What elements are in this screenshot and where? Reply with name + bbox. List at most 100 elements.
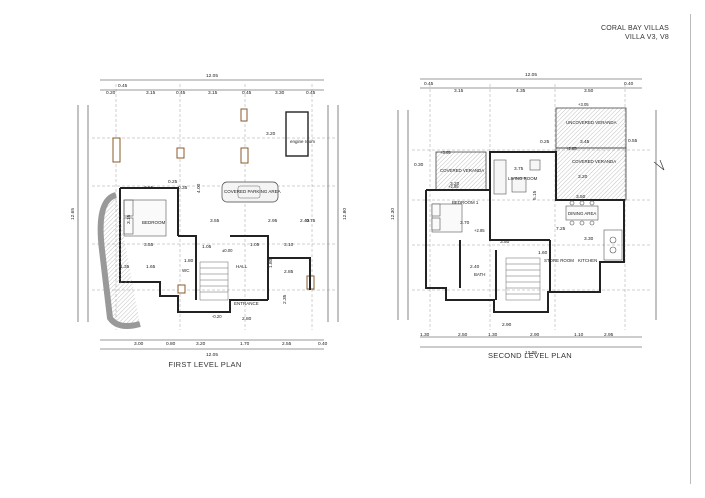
fp-inner-9: 3.10 <box>284 242 294 248</box>
project-title: CORAL BAY VILLAS <box>600 25 669 32</box>
sp-level-1: +2.85 <box>448 184 459 189</box>
stair-icon <box>199 261 229 301</box>
engine-room-outline <box>285 111 309 157</box>
fp-room-hall: HALL <box>236 264 248 269</box>
sp-room-bedroom1: BEDROOM 1 <box>452 200 479 205</box>
sp-overall-top: 12.05 <box>525 72 537 78</box>
sp-room-store: STORE ROOM <box>544 258 574 263</box>
fp-inner-10: 2.85 <box>284 269 294 275</box>
fp-level-0: ±0.00 <box>222 248 233 253</box>
fp-room-covered-parking: COVERED PARKING AREA <box>224 189 281 194</box>
fp-inner-4: 0.25 <box>168 179 178 185</box>
bed-icon <box>123 199 167 237</box>
sp-top-dim-1: 3.15 <box>454 88 464 94</box>
sp-inner-3: 7.25 <box>556 226 566 232</box>
walls <box>119 187 311 313</box>
fp-top-dim-5: 0.45 <box>242 90 252 96</box>
sp-inner-1: 5.15 <box>532 190 538 200</box>
fp-level-1: -0.20 <box>212 314 222 319</box>
sp-room-uncovered-veranda: UNCOVERED VERANDA <box>566 120 617 125</box>
title-block: CORAL BAY VILLAS VILLA V3, V8 <box>601 24 669 42</box>
fp-top-dim-1: 0.45 <box>118 83 128 89</box>
fp-top-dim-6: 3.30 <box>275 90 285 96</box>
fp-inner-18: 2.80 <box>242 316 252 322</box>
sp-inner-13: 1.60 <box>538 250 548 256</box>
sp-top-dim-0: 0.45 <box>424 81 434 87</box>
fp-bottom-dim-3: 1.70 <box>240 341 250 347</box>
fp-inner-2: 3.15 <box>126 214 132 224</box>
fp-inner-8: 2.95 <box>268 218 278 224</box>
villa-title: VILLA V3, V8 <box>624 34 669 41</box>
fp-room-wc: WC <box>182 268 190 273</box>
sp-inner-10: 2.40 <box>470 264 480 270</box>
north-arrow-icon <box>653 159 665 171</box>
sp-inner-5: 3.20 <box>450 181 460 187</box>
sp-dining-table-icon <box>565 200 599 226</box>
car-icon <box>221 181 279 203</box>
sp-inner-11: 3.70 <box>460 220 470 226</box>
sp-inner-12: 0.25 <box>540 139 550 145</box>
fp-inner-20: 1.80 <box>268 258 274 268</box>
sp-left-overall: 12.30 <box>390 208 396 220</box>
fp-bottom-dim-5: 0.40 <box>318 341 328 347</box>
second-level-plan <box>397 78 665 348</box>
sp-inner-8: 3.50 <box>500 239 510 245</box>
fp-inner-15: 0.75 <box>306 218 316 224</box>
fp-bottom-dim-0: 3.00 <box>134 341 144 347</box>
sp-room-living: LIVING ROOM <box>508 176 538 181</box>
fp-inner-19: 1.05 <box>202 244 212 250</box>
sp-overall-bottom: 12.05 <box>525 350 537 356</box>
sp-sofa-icon <box>493 159 541 195</box>
fp-inner-13: 1.80 <box>184 258 194 264</box>
fp-inner-12: 1.35 <box>120 264 130 270</box>
second-plan-label: SECOND LEVEL PLAN <box>487 351 573 360</box>
first-plan-label: FIRST LEVEL PLAN <box>168 360 242 369</box>
fp-inner-6: 4.00 <box>196 183 202 193</box>
sp-inner-9: 2.90 <box>502 322 512 328</box>
fp-overall-top: 12.05 <box>206 73 218 79</box>
sp-bottom-dim-1: 2.50 <box>458 332 468 338</box>
sp-room-dining: DINING AREA <box>568 211 596 216</box>
fp-top-dim-0: 0.20 <box>106 90 116 96</box>
fp-room-engine: engine room <box>290 139 315 144</box>
sp-inner-4: 3.30 <box>584 236 594 242</box>
sp-room-kitchen: KITCHEN <box>578 258 597 263</box>
sp-room-bath: BATH <box>474 272 485 277</box>
sp-bottom-dim-5: 2.95 <box>604 332 614 338</box>
fp-top-dim-3: 0.45 <box>176 90 186 96</box>
fp-inner-11: 1.65 <box>146 264 156 270</box>
sp-covered-veranda-left-area <box>435 151 487 191</box>
second-plan-labels: 12.05 12.05 0.45 3.15 4.35 3.50 0.40 1.3… <box>390 72 638 356</box>
sp-covered-veranda-right-area <box>555 147 627 201</box>
sp-bottom-dim-2: 1.30 <box>488 332 498 338</box>
sp-bottom-dim-4: 1.10 <box>574 332 584 338</box>
sp-uncovered-veranda-area <box>555 107 627 149</box>
fp-inner-16: 1.05 <box>250 242 260 248</box>
fp-inner-7: 3.20 <box>266 131 276 137</box>
sp-stair-icon <box>505 257 541 301</box>
sp-inner-14: 0.30 <box>414 162 424 168</box>
sp-walls <box>425 151 625 313</box>
fp-left-overall: 12.65 <box>70 208 76 220</box>
fp-top-dim-7: 0.45 <box>306 90 316 96</box>
fp-inner-1: 3.55 <box>144 242 154 248</box>
fp-top-dim-2: 3.15 <box>146 90 156 96</box>
fp-top-dim-4: 3.15 <box>208 90 218 96</box>
fp-inner-3: 3.55 <box>210 218 220 224</box>
sp-level-3: +3.05 <box>578 102 589 107</box>
sp-inner-7: 3.20 <box>578 174 588 180</box>
sp-top-dim-2: 4.35 <box>516 88 526 94</box>
sp-bottom-dim-3: 2.90 <box>530 332 540 338</box>
sp-inner-15: 0.55 <box>628 138 638 144</box>
sp-room-covered-veranda-left: COVERED VERANDA <box>440 168 484 173</box>
first-level-plan <box>77 79 339 350</box>
fp-bottom-dim-4: 2.55 <box>282 341 292 347</box>
sp-top-dim-3: 3.50 <box>584 88 594 94</box>
sp-bed-icon <box>431 203 463 233</box>
sp-level-2: +2.85 <box>474 228 485 233</box>
fp-overall-bottom: 12.05 <box>206 352 218 358</box>
sheet-border <box>690 14 691 484</box>
sp-room-covered-veranda-right: COVERED VERANDA <box>572 159 616 164</box>
fp-inner-0: 3.55 <box>144 185 154 191</box>
